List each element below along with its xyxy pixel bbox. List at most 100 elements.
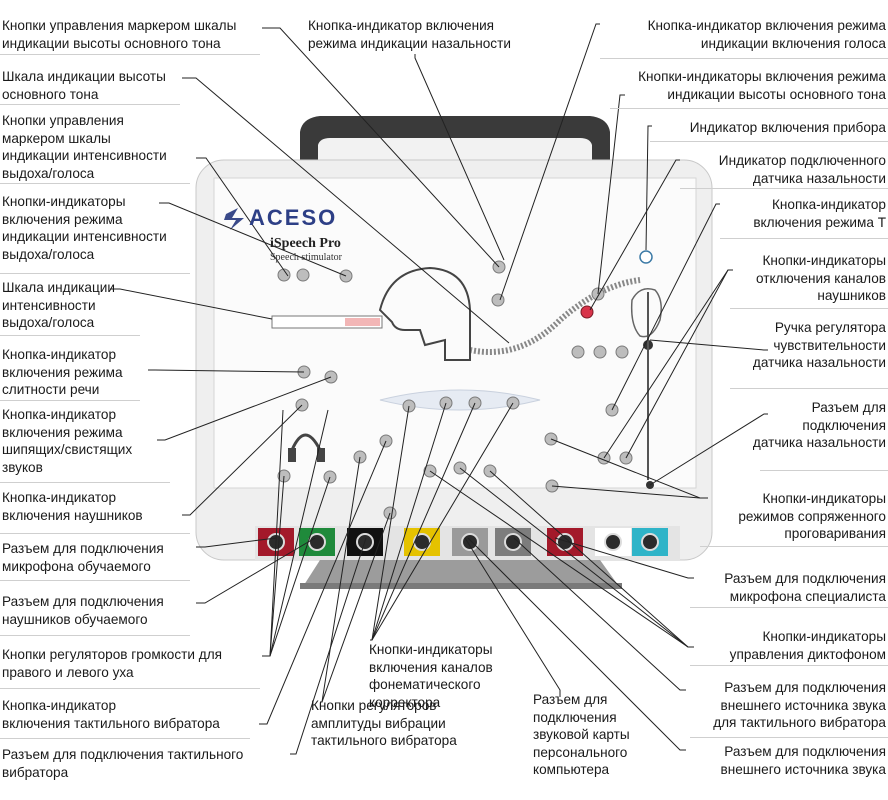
vibration-amplitude-button-2[interactable] <box>383 506 397 520</box>
separator <box>0 482 170 483</box>
device-model: iSpeech Pro <box>270 236 341 251</box>
pitch-indicator-button-2[interactable] <box>593 345 607 359</box>
pitch-mode-button[interactable] <box>491 293 505 307</box>
pitch-marker-button[interactable] <box>492 260 506 274</box>
vibration-amplitude-button-1[interactable] <box>353 450 367 464</box>
jack-socket-icon <box>641 533 659 551</box>
headphones-button[interactable] <box>295 398 309 412</box>
callout-sibilant-button: Кнопка-индикатор включения режима шипящи… <box>2 407 133 475</box>
separator <box>730 308 888 309</box>
callout-voice-mode-button: Кнопка-индикатор включения режима индика… <box>647 18 886 51</box>
intensity-marker-button-left[interactable] <box>277 268 291 282</box>
device-handle <box>300 116 610 172</box>
phonemic-corrector-band <box>379 389 541 411</box>
separator <box>600 58 888 59</box>
pitch-indicator-button-1[interactable] <box>571 345 585 359</box>
separator <box>0 183 190 184</box>
separator <box>0 533 190 534</box>
separator <box>690 607 888 608</box>
pitch-indicator-button-3[interactable] <box>615 345 629 359</box>
jack-socket-icon <box>413 533 431 551</box>
device-subtitle: Speech stimulator <box>270 252 342 263</box>
separator <box>760 470 888 471</box>
callout-student-mic-jack: Разъем для подключения микрофона обучаем… <box>2 541 164 574</box>
connector-jack[interactable] <box>404 528 440 556</box>
separator <box>0 580 190 581</box>
headphone-channel-off-button-right[interactable] <box>619 451 633 465</box>
t-mode-button[interactable] <box>605 403 619 417</box>
separator <box>0 273 190 274</box>
headphones-icon <box>290 433 322 451</box>
recorder-button-1[interactable] <box>423 464 437 478</box>
power-indicator-icon <box>639 250 653 264</box>
aceso-logo-icon <box>224 208 244 230</box>
connector-jack[interactable] <box>495 528 531 556</box>
jack-socket-icon <box>356 533 374 551</box>
separator <box>680 188 888 189</box>
separator <box>0 738 250 739</box>
callout-conjugate-mode-buttons: Кнопки-индикаторы режимов сопряженного п… <box>738 491 886 541</box>
callout-nasal-sensor-jack: Разъем для подключения датчика назальнос… <box>752 400 886 450</box>
separator <box>730 388 888 389</box>
speech-fluency-button[interactable] <box>297 365 311 379</box>
sibilant-button[interactable] <box>324 370 338 384</box>
separator <box>0 104 180 105</box>
separator <box>720 238 888 239</box>
callout-intensity-marker-buttons: Кнопки управления маркером шкалы индикац… <box>2 113 167 181</box>
recorder-button-3[interactable] <box>483 464 497 478</box>
callout-tactile-vibrator-jack: Разъем для подключения тактильного вибра… <box>2 747 244 780</box>
callout-tactile-vibrator-button: Кнопка-индикатор включения тактильного в… <box>2 698 220 731</box>
intensity-mode-button[interactable] <box>339 269 353 283</box>
connector-jack[interactable] <box>299 528 335 556</box>
connector-jack[interactable] <box>452 528 488 556</box>
callout-vibration-amplitude-buttons: Кнопки регуляторов амплитуды вибрации та… <box>311 698 457 748</box>
connector-jack[interactable] <box>632 528 668 556</box>
callout-volume-buttons: Кнопки регуляторов громкости для правого… <box>2 647 222 680</box>
callout-external-source-tactile-jack: Разъем для подключения внешнего источник… <box>713 680 886 730</box>
separator <box>0 635 190 636</box>
separator <box>690 665 888 666</box>
connector-jack[interactable] <box>258 528 294 556</box>
conjugate-mode-button-2[interactable] <box>545 479 559 493</box>
callout-nasal-sensor-indicator: Индикатор подключенного датчика назально… <box>718 153 886 186</box>
jack-socket-icon <box>308 533 326 551</box>
callout-power-indicator: Индикатор включения прибора <box>689 120 886 135</box>
callout-t-mode-button: Кнопка-индикатор включения режима Т <box>753 197 886 230</box>
phonemic-channel-button-4[interactable] <box>506 396 520 410</box>
intensity-scale <box>271 315 383 329</box>
voice-mode-button[interactable] <box>591 287 605 301</box>
separator <box>0 688 260 689</box>
phonemic-channel-button-3[interactable] <box>468 396 482 410</box>
headphone-channel-off-button-left[interactable] <box>597 451 611 465</box>
head-profile-icon <box>378 266 471 361</box>
separator <box>700 546 888 547</box>
callout-nasal-sensitivity-knob: Ручка регулятора чувствительности датчик… <box>752 320 886 370</box>
callout-pitch-marker-buttons: Кнопки управления маркером шкалы индикац… <box>2 18 237 51</box>
callout-intensity-mode-buttons: Кнопки-индикаторы включения режима индик… <box>2 194 167 262</box>
volume-left-button[interactable] <box>277 469 291 483</box>
device-brand: ACESO <box>249 205 338 230</box>
jack-socket-icon <box>556 533 574 551</box>
jack-socket-icon <box>267 533 285 551</box>
connector-jack[interactable] <box>547 528 583 556</box>
separator <box>650 141 888 142</box>
callout-phonemic-corrector-buttons: Кнопки-индикаторы включения каналов фоне… <box>369 642 493 710</box>
phonemic-channel-button-2[interactable] <box>439 396 453 410</box>
callout-headphones-button: Кнопка-индикатор включения наушников <box>2 490 143 523</box>
nasal-sensor-indicator <box>580 305 594 319</box>
recorder-button-2[interactable] <box>453 461 467 475</box>
tactile-vibrator-button[interactable] <box>379 434 393 448</box>
callout-specialist-mic-jack: Разъем для подключения микрофона специал… <box>724 571 886 604</box>
callout-pc-soundcard-jack: Разъем для подключения звуковой карты пе… <box>533 692 630 777</box>
connector-jack[interactable] <box>595 528 631 556</box>
conjugate-mode-button-1[interactable] <box>544 432 558 446</box>
phonemic-channel-button-1[interactable] <box>402 399 416 413</box>
separator <box>0 335 140 336</box>
face-icon <box>630 288 662 338</box>
intensity-marker-button-right[interactable] <box>296 268 310 282</box>
connector-jack[interactable] <box>347 528 383 556</box>
callout-student-headphones-jack: Разъем для подключения наушников обучаем… <box>2 594 164 627</box>
pitch-scale <box>469 277 641 355</box>
volume-right-button[interactable] <box>323 470 337 484</box>
nasal-sensor-knob[interactable] <box>643 340 653 350</box>
